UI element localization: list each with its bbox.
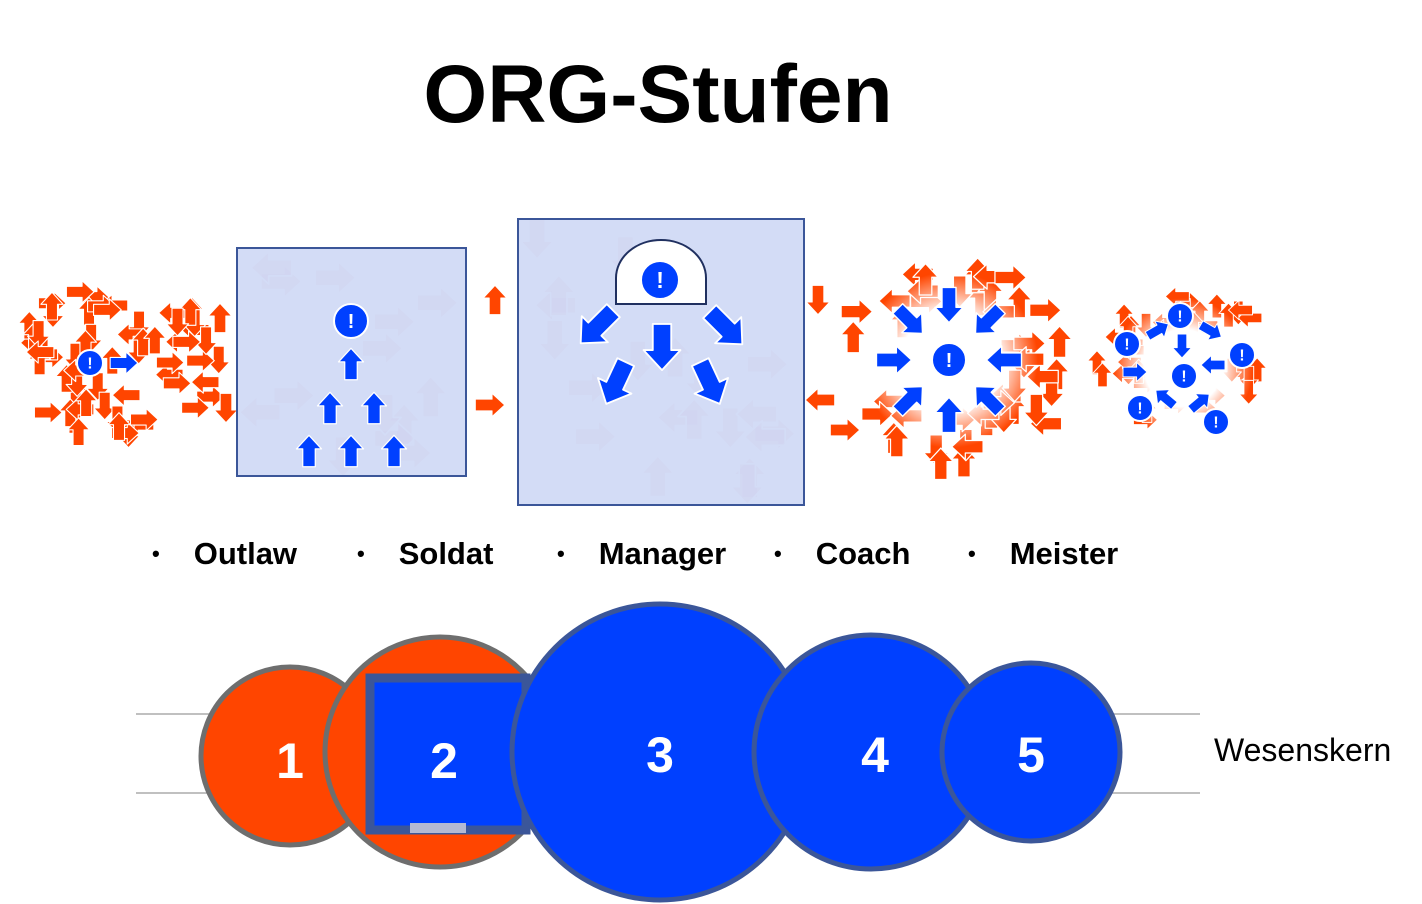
svg-text:!: ! — [1181, 368, 1186, 385]
level-number-4: 4 — [861, 727, 889, 783]
svg-text:!: ! — [1124, 336, 1129, 353]
coach-alert-icon: ! — [931, 342, 967, 378]
background-arrow — [805, 284, 831, 316]
meister-alert-icon: ! — [1228, 341, 1256, 369]
svg-text:!: ! — [656, 267, 664, 293]
stage-label-meister: •Meister — [968, 536, 1119, 571]
coach-arrow — [1029, 297, 1062, 324]
coach-arrow — [1046, 325, 1073, 359]
stage-label-outlaw: •Outlaw — [152, 536, 298, 571]
level-number-1: 1 — [276, 733, 304, 789]
svg-text:!: ! — [1213, 414, 1218, 431]
background-arrow — [474, 392, 506, 418]
background-arrow — [829, 417, 861, 443]
coach-arrow — [840, 320, 867, 354]
background-arrow — [482, 284, 508, 316]
level-circle-5 — [939, 660, 1123, 844]
svg-text:!: ! — [946, 350, 953, 372]
svg-text:!: ! — [348, 311, 355, 333]
level-2-tab — [410, 823, 466, 833]
soldat-alert-icon: ! — [333, 303, 369, 339]
manager-alert-icon: ! — [640, 260, 680, 300]
stage-label-soldat: •Soldat — [357, 536, 494, 571]
meister-alert-icon: ! — [1126, 394, 1154, 422]
stage-label-coach: •Coach — [774, 536, 911, 571]
level-number-5: 5 — [1017, 727, 1045, 783]
coach-arrow — [840, 298, 874, 325]
outlaw-alert-icon: ! — [76, 349, 104, 377]
meister-alert-icon: ! — [1166, 302, 1194, 330]
wesenskern-label: Wesenskern — [1214, 732, 1392, 768]
level-number-2: 2 — [430, 733, 458, 789]
level-number-3: 3 — [646, 727, 674, 783]
stage-icons: !!!!!!!!!! — [76, 239, 1256, 468]
outlaw-arrow — [111, 383, 141, 407]
svg-text:!: ! — [1239, 347, 1244, 364]
meister-alert-icon: ! — [1113, 330, 1141, 358]
outlaw-arrow — [33, 400, 63, 425]
background-arrow — [804, 387, 836, 413]
meister-alert-icon: ! — [1170, 362, 1198, 390]
coach-arrow — [994, 264, 1027, 291]
svg-text:!: ! — [87, 355, 92, 372]
svg-text:!: ! — [1177, 308, 1182, 325]
outlaw-arrow — [186, 348, 215, 373]
svg-text:!: ! — [1137, 400, 1142, 417]
stage-label-manager: •Manager — [557, 536, 727, 571]
page-title: ORG-Stufen — [423, 49, 893, 140]
meister-alert-icon: ! — [1202, 408, 1230, 436]
